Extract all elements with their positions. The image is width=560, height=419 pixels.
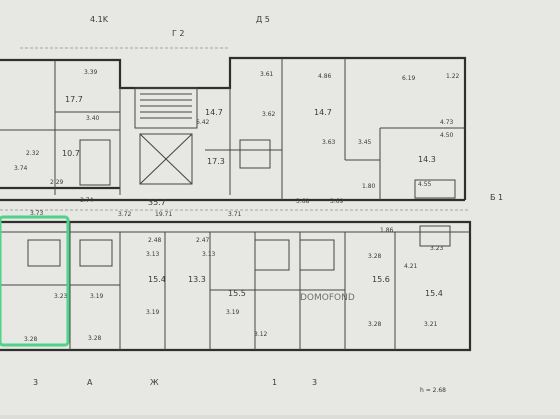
dimension-label: 3.28 xyxy=(24,336,38,343)
axis-label-top-0: 4.1K xyxy=(90,15,109,24)
wall xyxy=(0,58,125,90)
dimension-label: 3.74 xyxy=(80,197,94,204)
dimension-label: 3.73 xyxy=(30,210,44,217)
dimension-label: 6.19 xyxy=(402,75,416,82)
dimension-label: 3.19 xyxy=(226,309,240,316)
dimension-label: 2.29 xyxy=(50,179,64,186)
stairs xyxy=(140,93,192,119)
dimension-label: 3.68 xyxy=(296,198,310,205)
room-area: 35.7 xyxy=(148,198,166,207)
dimension-label: 19.71 xyxy=(155,211,172,218)
dimension-label: 3.23 xyxy=(430,245,444,252)
room-area: 13.3 xyxy=(188,275,206,284)
dimension-label: 2.47 xyxy=(196,237,210,244)
bathroom xyxy=(79,139,111,186)
dimension-label: 3.62 xyxy=(262,111,276,118)
dimension-label: 3.45 xyxy=(358,139,372,146)
bathroom xyxy=(414,179,456,199)
dimension-label: 1.86 xyxy=(380,227,394,234)
dimension-label: 3.12 xyxy=(254,331,268,338)
dimension-label: 3.28 xyxy=(368,321,382,328)
dimension-label: 4.55 xyxy=(418,181,432,188)
room-area: 10.7 xyxy=(62,149,80,158)
bathroom xyxy=(239,139,271,169)
room-area: 15.4 xyxy=(148,275,166,284)
dimension-label: 3.40 xyxy=(86,115,100,122)
room-area: 14.7 xyxy=(314,108,332,117)
bathroom xyxy=(299,239,335,271)
dimension-label: 3.13 xyxy=(202,251,216,258)
axis-label-bottom-0: 3 xyxy=(33,378,38,387)
elevator-cross xyxy=(139,133,193,185)
axis-label-bottom-1: А xyxy=(87,378,93,387)
bathroom xyxy=(254,239,290,271)
dimension-label: 3.23 xyxy=(54,293,68,300)
dimension-label: 3.63 xyxy=(322,139,336,146)
room-area: 14.3 xyxy=(418,155,436,164)
dimension-label: 4.21 xyxy=(404,263,418,270)
dimension-label: 3.21 xyxy=(424,321,438,328)
dimension-label: 3.28 xyxy=(88,335,102,342)
axis-label-top-1: Г 2 xyxy=(172,29,185,38)
bathroom xyxy=(79,239,113,267)
dimension-label: 3.19 xyxy=(146,309,160,316)
room-area: 15.5 xyxy=(228,289,246,298)
room-area: 17.3 xyxy=(207,157,225,166)
dimension-label: 3.69 xyxy=(330,198,344,205)
room-area: 15.4 xyxy=(425,289,443,298)
dimension-label: 2.32 xyxy=(26,150,40,157)
bathroom xyxy=(27,239,61,267)
watermark-text: DOMOFOND xyxy=(300,293,355,303)
dimension-label: 3.71 xyxy=(228,211,242,218)
dimension-label: 4.86 xyxy=(318,73,332,80)
dimension-label: 1.22 xyxy=(446,73,460,80)
elevator-shaft xyxy=(139,133,193,185)
dimension-label: 3.28 xyxy=(368,253,382,260)
dimension-label: 4.50 xyxy=(440,132,454,139)
room-area: 14.7 xyxy=(205,108,223,117)
dimension-label: 4.73 xyxy=(440,119,454,126)
room-area: 15.6 xyxy=(372,275,390,284)
room-area: 17.7 xyxy=(65,95,83,104)
dimension-label: 3.61 xyxy=(260,71,274,78)
dimension-label: 3.74 xyxy=(14,165,28,172)
axis-label-bottom-2: Ж xyxy=(150,378,159,387)
axis-label-top-3: Б 1 xyxy=(490,193,503,202)
axis-label-bottom-4: 3 xyxy=(312,378,317,387)
staircase xyxy=(134,87,198,129)
axis-label-bottom-3: 1 xyxy=(272,378,277,387)
dimension-label: 2.48 xyxy=(148,237,162,244)
dimension-label: 3.72 xyxy=(118,211,132,218)
dimension-label: 3.13 xyxy=(146,251,160,258)
dimension-label: 1.80 xyxy=(362,183,376,190)
dimension-label: 3.19 xyxy=(90,293,104,300)
axis-label-top-2: Д 5 xyxy=(256,15,270,24)
ceiling-height-note: h = 2.68 xyxy=(420,387,446,394)
selected-unit-highlight xyxy=(0,215,70,347)
dimension-label: 3.39 xyxy=(84,69,98,76)
dimension-label: 6.42 xyxy=(196,119,210,126)
bathroom xyxy=(419,225,451,247)
wall xyxy=(0,220,472,352)
